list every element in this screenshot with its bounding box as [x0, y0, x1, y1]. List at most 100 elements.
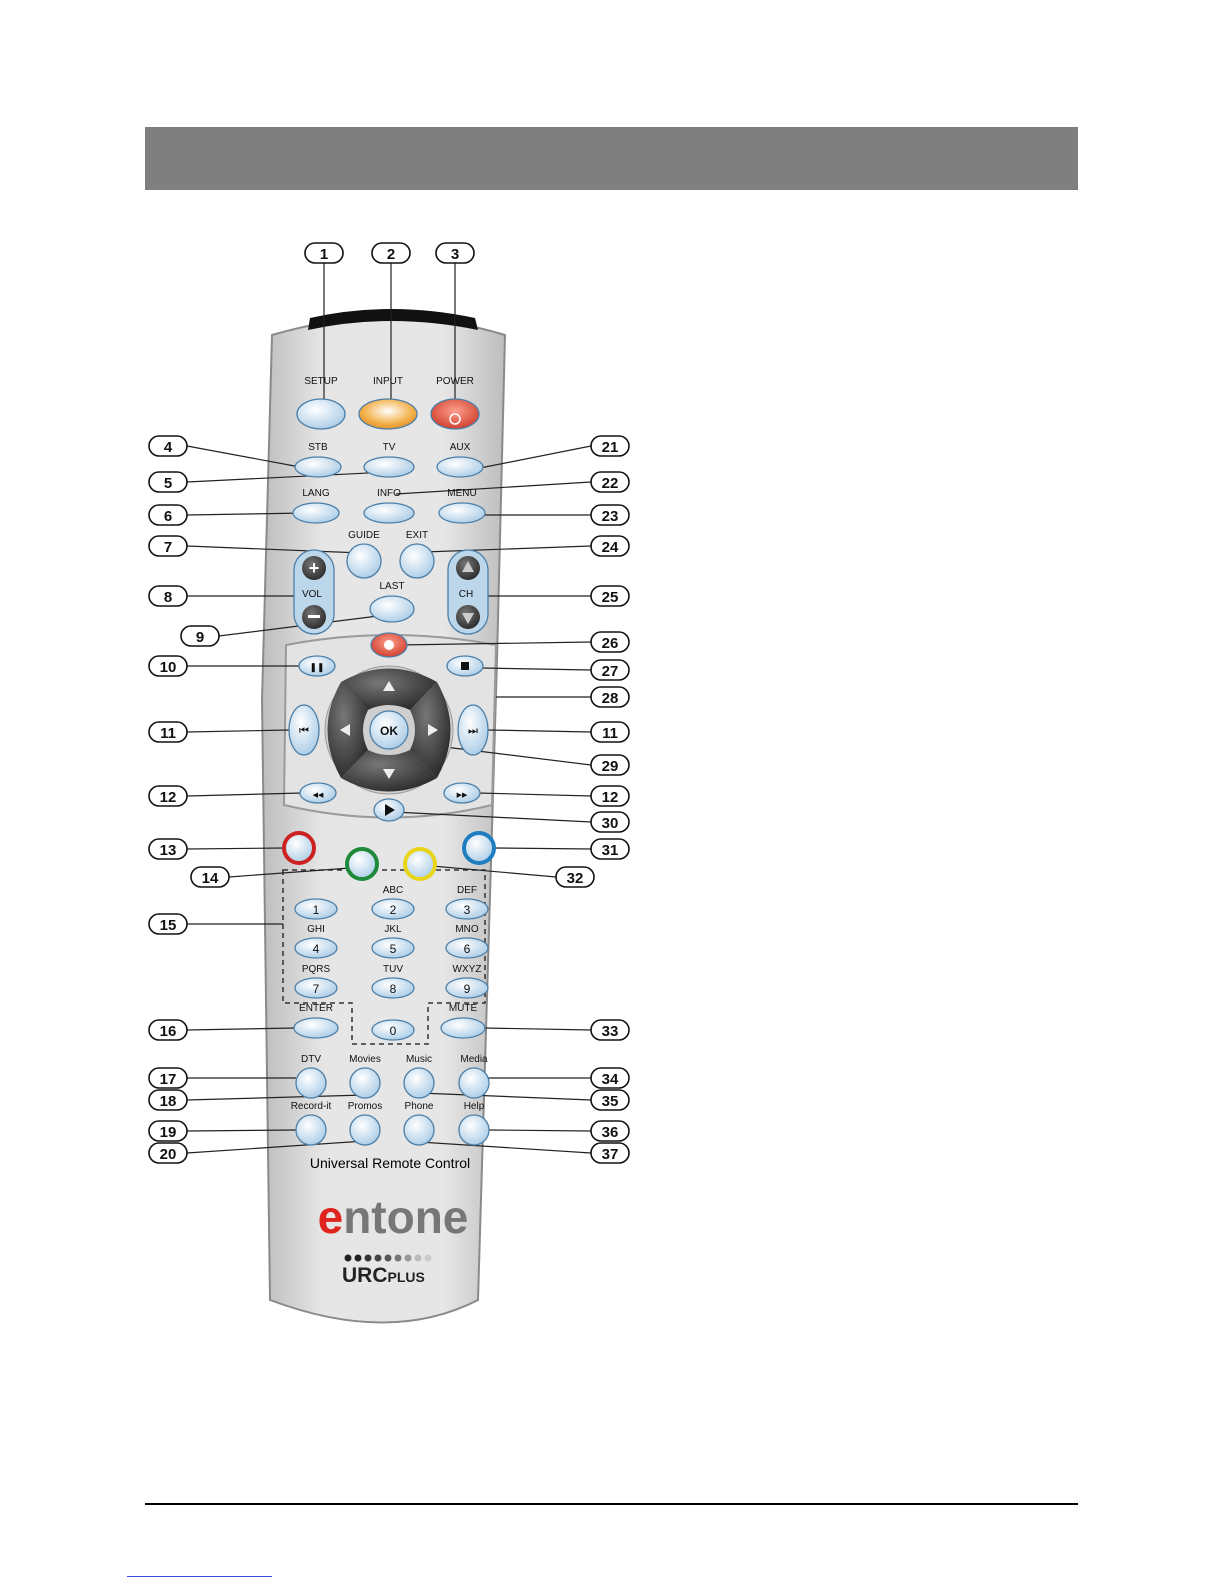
callout-25-number: 25	[602, 589, 619, 606]
leader-27	[481, 667, 592, 671]
callout-3-number: 3	[451, 246, 459, 263]
leader-11	[186, 729, 291, 733]
help-button[interactable]	[458, 1114, 490, 1146]
last-button[interactable]	[369, 595, 415, 623]
aux-button[interactable]	[436, 456, 484, 478]
key-0[interactable]	[371, 1019, 415, 1041]
record-it-button[interactable]	[295, 1114, 327, 1146]
key-7[interactable]	[294, 977, 338, 999]
key-8-letters: TUV	[383, 964, 403, 975]
key-9[interactable]	[445, 977, 489, 999]
key-6-letters: MNO	[455, 924, 479, 935]
callout-11	[590, 721, 630, 743]
callout-27-number: 27	[602, 663, 619, 680]
ch-up-arrow	[462, 561, 474, 572]
callout-27	[590, 659, 630, 681]
movies-button[interactable]	[349, 1067, 381, 1099]
enter-button[interactable]	[293, 1017, 339, 1039]
key-8[interactable]	[371, 977, 415, 999]
dpad-up-arrow	[383, 681, 395, 691]
callout-12	[148, 785, 188, 807]
callout-30-number: 30	[602, 815, 619, 832]
key-0-digit: 0	[390, 1024, 397, 1038]
vol-minus-glyph	[308, 615, 320, 618]
leader-33	[483, 1027, 592, 1031]
key-3[interactable]	[445, 898, 489, 920]
stb-button-label: STB	[308, 442, 328, 453]
key-7-letters: PQRS	[302, 964, 331, 975]
promos-button[interactable]	[349, 1114, 381, 1146]
record-it-button-label: Record-it	[291, 1101, 332, 1112]
footer-line	[145, 1503, 1078, 1505]
callout-5-number: 5	[164, 475, 172, 492]
pause-button[interactable]	[298, 655, 336, 677]
key-7-digit: 7	[313, 982, 320, 996]
leader-18	[186, 1094, 366, 1101]
brand-logo: entone	[318, 1191, 469, 1243]
callout-18	[148, 1089, 188, 1111]
leader-26	[397, 641, 592, 646]
yellow-button[interactable]	[403, 847, 437, 881]
leader-16	[186, 1027, 297, 1031]
vol-up-icon[interactable]	[302, 556, 326, 580]
key-2[interactable]	[371, 898, 415, 920]
leader-13	[186, 847, 285, 850]
key-6[interactable]	[445, 937, 489, 959]
music-button[interactable]	[403, 1067, 435, 1099]
callout-13	[148, 838, 188, 860]
lang-button[interactable]	[292, 502, 340, 524]
dtv-button[interactable]	[295, 1067, 327, 1099]
menu-button[interactable]	[438, 502, 486, 524]
leader-31	[493, 847, 592, 850]
stb-button[interactable]	[294, 456, 342, 478]
last-button-label: LAST	[379, 581, 404, 592]
media-button-label: Media	[460, 1054, 488, 1065]
red-button[interactable]	[282, 831, 316, 865]
callout-25	[590, 585, 630, 607]
mute-button[interactable]	[440, 1017, 486, 1039]
remote-top-bar	[308, 309, 478, 330]
key-4[interactable]	[294, 937, 338, 959]
callout-8	[148, 585, 188, 607]
setup-button[interactable]	[296, 398, 346, 430]
header-bar	[145, 127, 1078, 190]
blue-button[interactable]	[462, 831, 496, 865]
media-button[interactable]	[458, 1067, 490, 1099]
skip-back-button[interactable]	[288, 704, 320, 756]
lang-button-label: LANG	[302, 488, 329, 499]
callout-29	[590, 754, 630, 776]
sub-brand-main: URC	[342, 1264, 388, 1287]
input-button-label: INPUT	[373, 376, 403, 387]
key-5-letters: JKL	[384, 924, 402, 935]
callout-3	[435, 242, 475, 264]
exit-button[interactable]	[399, 543, 435, 579]
tv-button[interactable]	[363, 456, 415, 478]
rewind-button[interactable]	[299, 782, 337, 804]
callout-21	[590, 435, 630, 457]
footer-link-underline	[127, 1576, 272, 1577]
info-button[interactable]	[363, 502, 415, 524]
power-icon	[449, 413, 461, 425]
key-1[interactable]	[294, 898, 338, 920]
ok-button[interactable]	[369, 710, 409, 750]
guide-button[interactable]	[346, 543, 382, 579]
phone-button[interactable]	[403, 1114, 435, 1146]
dpad-left-arrow	[340, 724, 350, 736]
callout-11-number: 11	[602, 725, 618, 742]
callout-19-number: 19	[160, 1124, 177, 1141]
leader-35	[418, 1092, 592, 1101]
brand-rest: ntone	[343, 1191, 468, 1243]
key-5[interactable]	[371, 937, 415, 959]
leader-19	[186, 1129, 297, 1132]
fast-forward-icon: ▶▶	[457, 792, 468, 799]
green-button[interactable]	[345, 847, 379, 881]
ch-down-arrow	[462, 613, 474, 624]
mute-button-label: MUTE	[449, 1003, 478, 1014]
skip-forward-button[interactable]	[457, 704, 489, 756]
key-5-digit: 5	[390, 942, 397, 956]
fast-forward-button[interactable]	[443, 782, 481, 804]
callout-1	[304, 242, 344, 264]
input-button[interactable]	[358, 398, 418, 430]
callout-37-number: 37	[602, 1146, 619, 1163]
